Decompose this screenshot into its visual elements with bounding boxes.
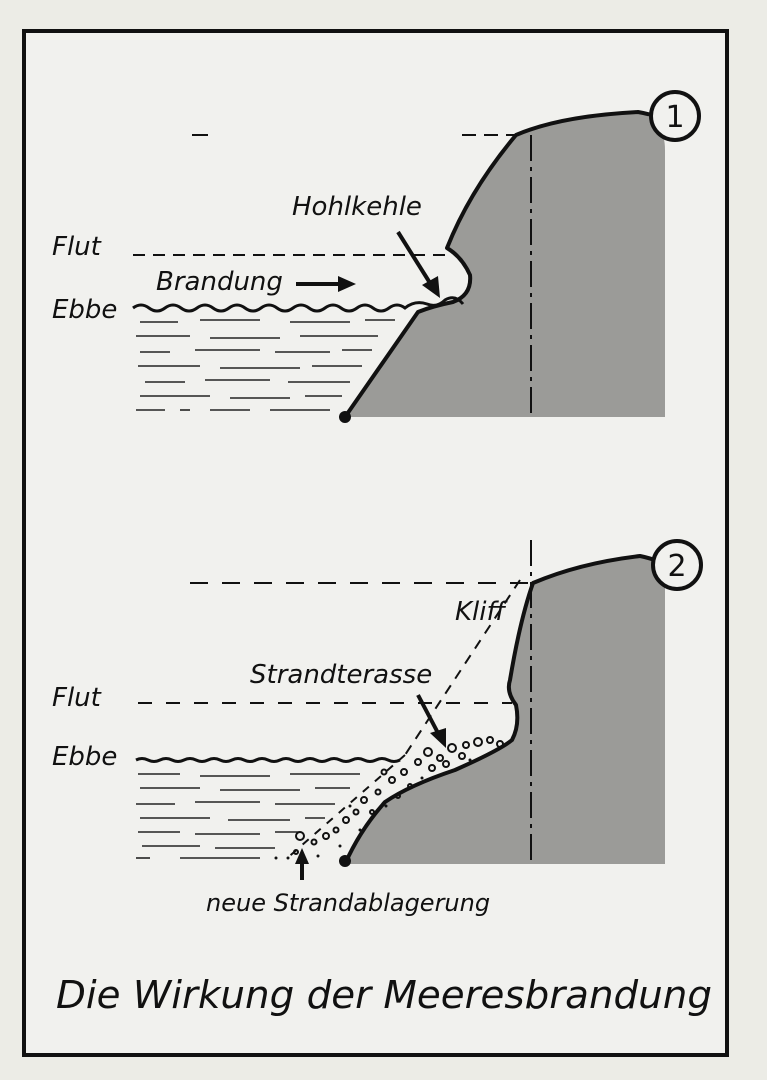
panel1-cliff-outline (343, 110, 661, 419)
panel2-deposit-dots (274, 758, 472, 860)
panel2-label-strandterasse: Strandterasse (250, 660, 432, 690)
panel1-label-brandung: Brandung (156, 267, 283, 297)
panel2-label-kliff: Kliff (455, 597, 508, 627)
panel-2: 2 Kliff Strandterasse Flut Ebbe neue Str… (52, 539, 703, 917)
panel2-label-flut: Flut (52, 683, 102, 713)
panel2-ablagerung-arrow (295, 848, 309, 880)
panel2-rock (345, 556, 665, 864)
panel2-label-ebbe: Ebbe (52, 742, 117, 772)
diagram-title: Die Wirkung der Meeresbrandung (56, 973, 712, 1017)
panel1-number-circle (649, 90, 701, 142)
panel1-water-hatching (136, 319, 395, 411)
panel1-number: 1 (665, 100, 684, 135)
panel1-label-flut: Flut (52, 232, 102, 262)
panel1-brandung-arrow (296, 276, 356, 292)
panel2-toe-point (339, 855, 351, 867)
panel2-cliff-outline (343, 554, 661, 865)
panel2-beach-deposits (293, 736, 504, 855)
panel2-number-circle (651, 539, 703, 591)
panel1-rock (345, 112, 665, 417)
panel1-label-ebbe: Ebbe (52, 295, 117, 325)
panel1-hohlkehle-arrow (396, 230, 440, 298)
panel-1: 1 Hohlkehle Flut Brandung Ebbe (52, 90, 701, 423)
panel2-wave-line (135, 757, 401, 763)
panel1-label-hohlkehle: Hohlkehle (292, 192, 422, 222)
panel2-strandterasse-arrow (416, 694, 446, 748)
panel2-label-neue-strandablagerung: neue Strandablagerung (206, 889, 490, 917)
panel1-wave-line (132, 296, 465, 313)
panel2-number: 2 (667, 549, 686, 584)
panel2-water-hatching (136, 773, 360, 859)
panel2-former-cliff-lower (284, 754, 406, 861)
panel1-toe-point (339, 411, 351, 423)
